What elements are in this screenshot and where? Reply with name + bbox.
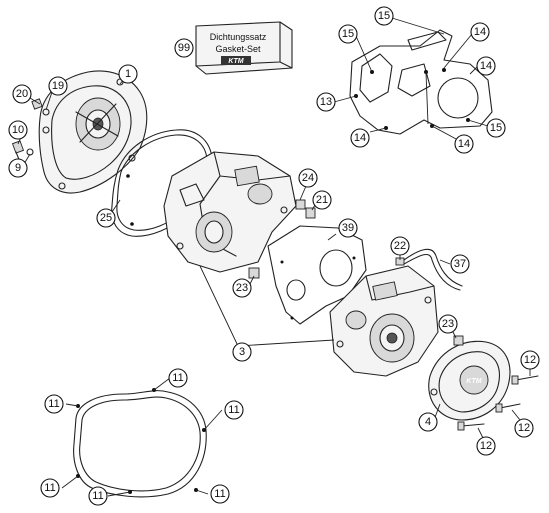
callout-12-b[interactable]: 12 xyxy=(514,418,534,438)
callout-9[interactable]: 9 xyxy=(8,158,28,178)
svg-text:21: 21 xyxy=(316,194,328,206)
callout-25[interactable]: 25 xyxy=(96,208,116,228)
svg-text:11: 11 xyxy=(228,404,239,416)
callout-11-b[interactable]: 11 xyxy=(168,368,188,388)
callout-4[interactable]: 4 xyxy=(418,412,438,432)
engine-case-gasket xyxy=(267,225,367,325)
gasket-set-box: Dichtungssatz Gasket-Set KTM xyxy=(195,21,293,75)
callout-11-a[interactable]: 11 xyxy=(44,394,64,414)
svg-text:10: 10 xyxy=(12,124,24,136)
gasket-box-line1: Dichtungssatz xyxy=(210,32,267,42)
ignition-cover-screw-2 xyxy=(495,403,521,413)
callout-12-a[interactable]: 12 xyxy=(520,350,540,370)
svg-text:14: 14 xyxy=(480,60,492,72)
svg-text:23: 23 xyxy=(236,282,248,294)
svg-text:15: 15 xyxy=(342,28,354,40)
gasket-box-line2: Gasket-Set xyxy=(215,44,261,54)
callout-15-a[interactable]: 15 xyxy=(374,6,394,26)
dowel-sleeve-21 xyxy=(305,207,316,219)
callout-11-d[interactable]: 11 xyxy=(40,478,60,498)
callout-39[interactable]: 39 xyxy=(338,218,358,238)
callout-13[interactable]: 13 xyxy=(316,92,336,112)
callout-3[interactable]: 3 xyxy=(232,342,252,362)
svg-text:11: 11 xyxy=(44,482,55,494)
svg-text:12: 12 xyxy=(518,422,530,434)
svg-text:4: 4 xyxy=(425,416,431,428)
callout-12-c[interactable]: 12 xyxy=(476,436,496,456)
callout-14-b[interactable]: 14 xyxy=(476,56,496,76)
dowel-sleeve-23-right xyxy=(453,335,464,346)
callout-10[interactable]: 10 xyxy=(8,120,28,140)
svg-text:9: 9 xyxy=(15,162,21,174)
callout-1[interactable]: 1 xyxy=(118,64,138,84)
cylinder-base-gasket-group xyxy=(349,29,493,135)
svg-text:3: 3 xyxy=(239,346,245,358)
callout-14-d[interactable]: 14 xyxy=(454,134,474,154)
callout-23-a[interactable]: 23 xyxy=(232,278,252,298)
svg-text:1: 1 xyxy=(125,68,131,80)
ignition-cover-gasket xyxy=(73,388,207,498)
svg-text:39: 39 xyxy=(342,222,354,234)
right-engine-case xyxy=(329,265,439,377)
callout-20[interactable]: 20 xyxy=(12,84,32,104)
callout-14-a[interactable]: 14 xyxy=(470,22,490,42)
clutch-cover xyxy=(38,70,148,194)
svg-text:22: 22 xyxy=(394,240,406,252)
svg-text:12: 12 xyxy=(524,354,536,366)
dowel-sleeve-23-left xyxy=(248,267,260,279)
svg-text:11: 11 xyxy=(48,398,59,410)
callout-11-e[interactable]: 11 xyxy=(88,486,108,506)
vent-hose xyxy=(403,248,463,291)
svg-text:14: 14 xyxy=(458,138,470,150)
callout-99[interactable]: 99 xyxy=(174,38,194,58)
callout-14-c[interactable]: 14 xyxy=(350,128,370,148)
ignition-cover: KTM xyxy=(428,340,511,421)
callout-15-b[interactable]: 15 xyxy=(338,24,358,44)
svg-text:14: 14 xyxy=(474,26,486,38)
svg-text:11: 11 xyxy=(214,488,225,500)
callout-19[interactable]: 19 xyxy=(48,76,68,96)
svg-text:15: 15 xyxy=(490,122,502,134)
svg-text:24: 24 xyxy=(302,172,314,184)
leader-lines xyxy=(17,17,531,497)
callout-11-f[interactable]: 11 xyxy=(210,484,230,504)
svg-text:25: 25 xyxy=(100,212,112,224)
ignition-cover-logo: KTM xyxy=(466,378,481,385)
callout-11-c[interactable]: 11 xyxy=(224,400,244,420)
svg-text:11: 11 xyxy=(92,490,103,502)
left-engine-case xyxy=(163,151,297,273)
callouts: 1 3 4 9 10 11 11 11 11 11 11 12 12 12 13… xyxy=(8,6,540,506)
svg-text:13: 13 xyxy=(320,96,332,108)
callout-37[interactable]: 37 xyxy=(450,254,470,274)
callout-15-c[interactable]: 15 xyxy=(486,118,506,138)
ktm-logo-text: KTM xyxy=(228,58,243,65)
oil-plug-screw xyxy=(31,98,50,116)
svg-text:11: 11 xyxy=(172,372,183,384)
callout-24[interactable]: 24 xyxy=(298,168,318,188)
callout-23-b[interactable]: 23 xyxy=(438,314,458,334)
callout-21[interactable]: 21 xyxy=(312,190,332,210)
svg-text:99: 99 xyxy=(178,42,190,54)
ktm-logo xyxy=(221,56,251,65)
ignition-cover-screw-1 xyxy=(511,375,539,385)
callout-22[interactable]: 22 xyxy=(390,236,410,256)
svg-text:12: 12 xyxy=(480,440,492,452)
svg-text:19: 19 xyxy=(52,80,64,92)
svg-text:23: 23 xyxy=(442,318,454,330)
svg-text:20: 20 xyxy=(16,88,28,100)
dowel-sleeve-24 xyxy=(295,199,306,210)
svg-text:14: 14 xyxy=(354,132,366,144)
ignition-cover-screw-3 xyxy=(457,421,485,431)
svg-text:37: 37 xyxy=(454,258,466,270)
svg-text:15: 15 xyxy=(378,10,390,22)
